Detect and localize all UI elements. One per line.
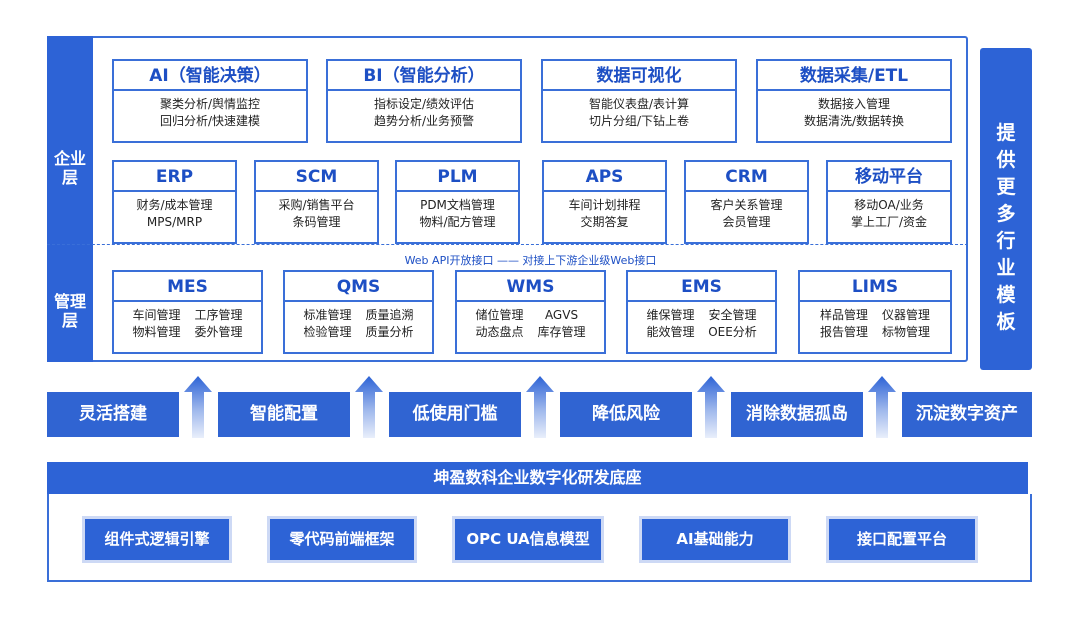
module-feature: 安全管理 xyxy=(708,308,757,322)
module-feature: 会员管理 xyxy=(722,215,771,229)
module-feature: 报告管理 xyxy=(819,325,868,339)
module-feature: 指标设定/绩效评估 xyxy=(373,97,475,111)
web-api-label: Web API开放接口 —— 对接上下游企业级Web接口 xyxy=(404,254,657,267)
module-feature: 动态盘点 xyxy=(475,325,524,339)
value-low-threshold: 低使用门槛 xyxy=(389,392,521,437)
foundation-ai-capability: AI基础能力 xyxy=(639,516,791,563)
module-feature: 聚类分析/舆情监控 xyxy=(159,97,261,111)
module-bi: BI（智能分析） 指标设定/绩效评估 趋势分析/业务预警 xyxy=(326,59,522,143)
module-title: APS xyxy=(544,162,665,192)
foundation-interface-config: 接口配置平台 xyxy=(826,516,978,563)
module-title: 数据可视化 xyxy=(543,61,735,91)
module-feature: 数据清洗/数据转换 xyxy=(803,114,905,128)
module-feature: 财务/成本管理 xyxy=(136,198,213,212)
module-feature: 库存管理 xyxy=(537,325,586,339)
up-arrow-icon xyxy=(355,376,383,438)
module-ems: EMS 维保管理安全管理 能效管理 OEE分析 xyxy=(626,270,777,354)
foundation-logic-engine: 组件式逻辑引擎 xyxy=(82,516,232,563)
module-feature: 委外管理 xyxy=(194,325,243,339)
value-smart-config: 智能配置 xyxy=(218,392,350,437)
module-feature: OEE分析 xyxy=(708,325,757,339)
module-feature: 趋势分析/业务预警 xyxy=(373,114,475,128)
up-arrow-icon xyxy=(184,376,212,438)
module-feature: 条码管理 xyxy=(292,215,341,229)
value-flexible-build: 灵活搭建 xyxy=(47,392,179,437)
module-feature: 标准管理 xyxy=(303,308,352,322)
foundation-opcua-model: OPC UA信息模型 xyxy=(452,516,604,563)
module-feature: 数据接入管理 xyxy=(817,97,890,111)
module-feature: 能效管理 xyxy=(646,325,695,339)
module-wms: WMS 储位管理 AGVS 动态盘点库存管理 xyxy=(455,270,606,354)
module-feature: 质量分析 xyxy=(365,325,414,339)
module-feature: 物料管理 xyxy=(132,325,181,339)
module-feature: 工序管理 xyxy=(194,308,243,322)
module-feature: 回归分析/快速建模 xyxy=(159,114,261,128)
module-feature: 掌上工厂/资金 xyxy=(850,215,928,229)
module-feature: 样品管理 xyxy=(819,308,868,322)
module-crm: CRM 客户关系管理 会员管理 xyxy=(684,160,809,244)
module-title: BI（智能分析） xyxy=(328,61,520,91)
module-ai: AI（智能决策） 聚类分析/舆情监控 回归分析/快速建模 xyxy=(112,59,308,143)
value-reduce-risk: 降低风险 xyxy=(560,392,692,437)
module-title: 移动平台 xyxy=(828,162,950,192)
module-title: AI（智能决策） xyxy=(114,61,306,91)
module-mes: MES 车间管理工序管理 物料管理委外管理 xyxy=(112,270,263,354)
module-erp: ERP 财务/成本管理 MPS/MRP xyxy=(112,160,237,244)
module-feature: 仪器管理 xyxy=(881,308,930,322)
module-title: SCM xyxy=(256,162,377,192)
module-feature: 交期答复 xyxy=(580,215,629,229)
module-qms: QMS 标准管理质量追溯 检验管理质量分析 xyxy=(283,270,434,354)
module-aps: APS 车间计划排程 交期答复 xyxy=(542,160,667,244)
foundation-zero-code-frontend: 零代码前端框架 xyxy=(267,516,417,563)
module-title: WMS xyxy=(457,272,604,302)
value-eliminate-silos: 消除数据孤岛 xyxy=(731,392,863,437)
module-feature: 检验管理 xyxy=(303,325,352,339)
enterprise-layer-label: 企业层 xyxy=(53,149,86,187)
industry-template-bar: 提供更多行业模板 xyxy=(980,48,1032,370)
module-title: 数据采集/ETL xyxy=(758,61,950,91)
module-mobile-platform: 移动平台 移动OA/业务 掌上工厂/资金 xyxy=(826,160,952,244)
module-feature: 车间管理 xyxy=(132,308,181,322)
module-feature: MPS/MRP xyxy=(146,215,203,229)
module-plm: PLM PDM文档管理 物料/配方管理 xyxy=(395,160,520,244)
layer-divider xyxy=(47,244,968,245)
layer-column: 企业层 管理层 xyxy=(47,36,93,362)
module-title: EMS xyxy=(628,272,775,302)
module-title: MES xyxy=(114,272,261,302)
module-data-etl: 数据采集/ETL 数据接入管理 数据清洗/数据转换 xyxy=(756,59,952,143)
module-feature: 移动OA/业务 xyxy=(854,198,924,212)
module-feature: 智能仪表盘/表计算 xyxy=(588,97,690,111)
module-feature: 客户关系管理 xyxy=(710,198,783,212)
module-feature: 维保管理 xyxy=(646,308,695,322)
module-title: PLM xyxy=(397,162,518,192)
industry-template-label: 提供更多行业模板 xyxy=(996,122,1016,333)
module-feature: 质量追溯 xyxy=(365,308,414,322)
module-feature: 储位管理 xyxy=(475,308,524,322)
up-arrow-icon xyxy=(526,376,554,438)
management-layer-label: 管理层 xyxy=(53,292,86,330)
module-feature: 标物管理 xyxy=(881,325,930,339)
module-feature: 车间计划排程 xyxy=(568,198,641,212)
module-title: ERP xyxy=(114,162,235,192)
module-feature: 采购/销售平台 xyxy=(278,198,355,212)
foundation-title: 坤盈数科企业数字化研发底座 xyxy=(47,462,1028,494)
module-feature: 物料/配方管理 xyxy=(419,215,496,229)
up-arrow-icon xyxy=(868,376,896,438)
module-feature: 切片分组/下钻上卷 xyxy=(588,114,690,128)
up-arrow-icon xyxy=(697,376,725,438)
module-lims: LIMS 样品管理仪器管理 报告管理标物管理 xyxy=(798,270,952,354)
module-data-visualization: 数据可视化 智能仪表盘/表计算 切片分组/下钻上卷 xyxy=(541,59,737,143)
module-title: LIMS xyxy=(800,272,950,302)
module-title: QMS xyxy=(285,272,432,302)
value-digital-assets: 沉淀数字资产 xyxy=(902,392,1032,437)
module-feature: PDM文档管理 xyxy=(420,198,495,212)
module-feature: AGVS xyxy=(544,308,579,322)
module-title: CRM xyxy=(686,162,807,192)
module-scm: SCM 采购/销售平台 条码管理 xyxy=(254,160,379,244)
